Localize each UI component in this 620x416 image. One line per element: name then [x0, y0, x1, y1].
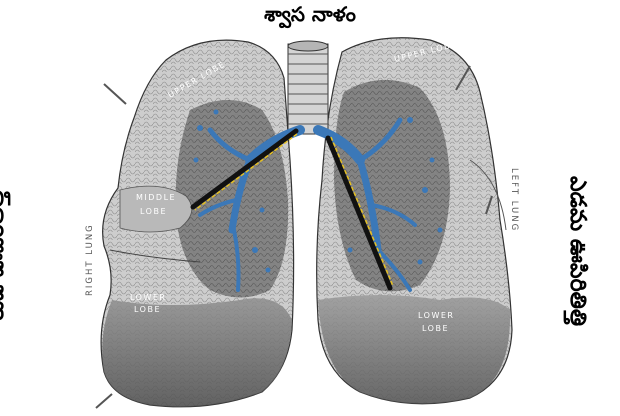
engraving-middle-2: LOBE: [140, 207, 167, 216]
engraving-right-lower-1: LOWER: [130, 293, 167, 302]
left-lower-lobe-shade: [318, 295, 510, 404]
right-inner-face: [176, 100, 288, 298]
engraving-left-lower-2: LOBE: [422, 324, 449, 333]
right-lung: [101, 40, 294, 407]
engraving-right-lung: RIGHT LUNG: [85, 223, 95, 296]
engraving-right-lower-2: LOBE: [134, 305, 161, 314]
right-lung-label: కుడి ఊపిరితిత్తి: [0, 190, 14, 320]
engraving-left-lower-1: LOWER: [418, 311, 455, 320]
trachea: [288, 41, 328, 134]
engraving-left-lung: LEFT LUNG: [509, 168, 519, 232]
left-lung: [317, 38, 512, 404]
left-inner-face: [334, 80, 450, 292]
trachea-label: శ్వాస నాళం: [0, 2, 620, 31]
right-lower-lobe-shade: [102, 298, 292, 407]
engraving-middle-1: MIDDLE: [136, 193, 176, 202]
left-lung-label: ఎడమ ఊపిరితిత్తి: [560, 176, 590, 326]
